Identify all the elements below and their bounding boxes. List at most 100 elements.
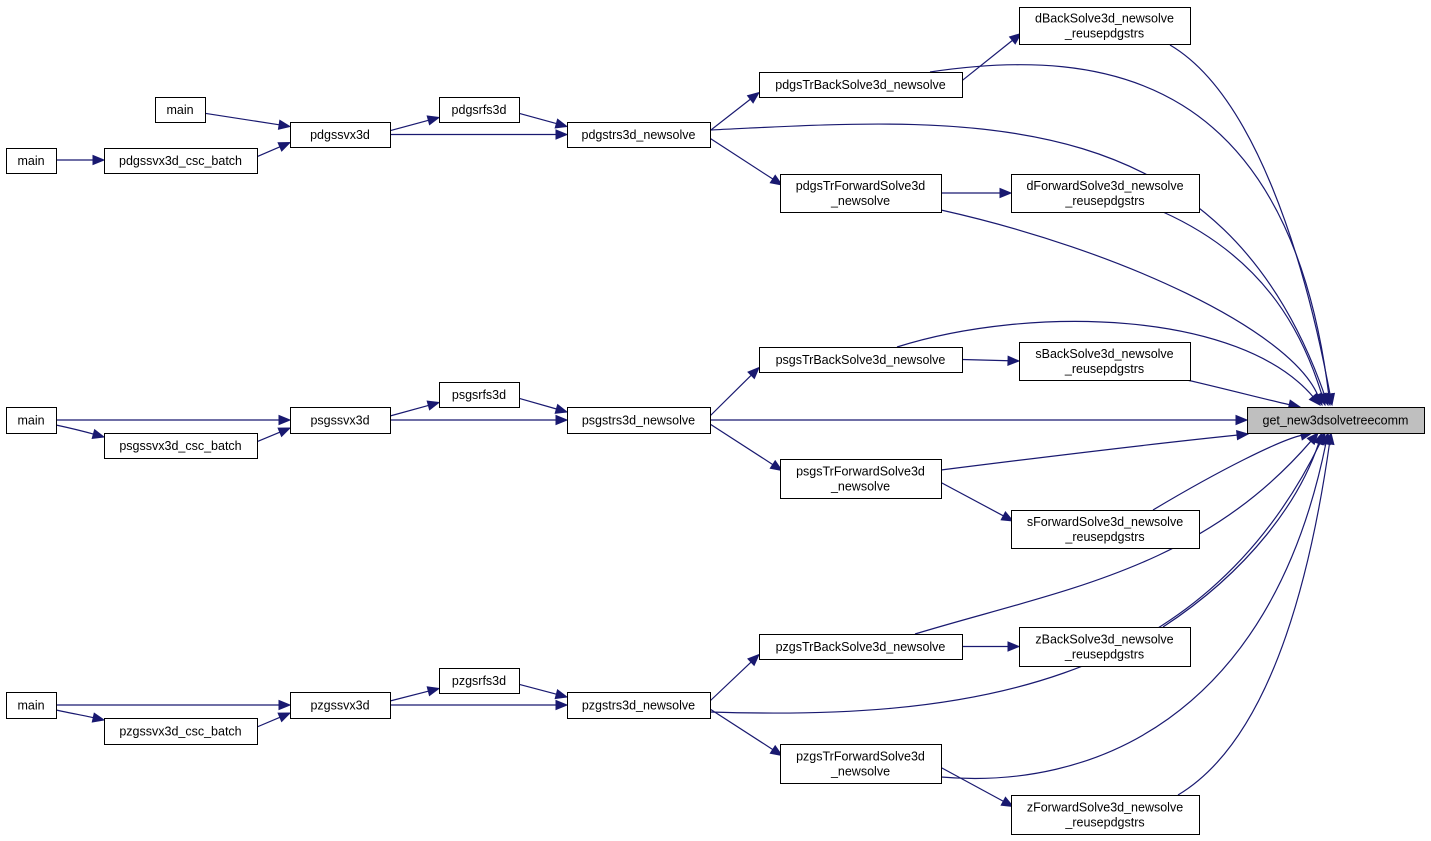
node-main_s[interactable]: main bbox=[6, 407, 57, 434]
node-psgsTrFwd[interactable]: psgsTrForwardSolve3d_newsolve bbox=[780, 459, 942, 499]
node-box bbox=[1011, 174, 1200, 213]
arrowhead-icon bbox=[277, 141, 292, 152]
node-pzgssvx3d[interactable]: pzgssvx3d bbox=[290, 692, 391, 719]
arrowhead-icon bbox=[769, 174, 784, 186]
edge-pzgssvx3d-to-pzgsrfs3d bbox=[389, 686, 441, 702]
node-pdgssvx3d[interactable]: pdgssvx3d bbox=[290, 122, 391, 148]
node-pzgsTrBack[interactable]: pzgsTrBackSolve3d_newsolve bbox=[759, 634, 963, 660]
node-box bbox=[290, 122, 391, 148]
arrowhead-icon bbox=[92, 154, 106, 166]
edge-psgsrfs3d-to-psgstrs3d bbox=[518, 397, 569, 414]
node-label: psgssvx3d_csc_batch bbox=[119, 439, 241, 453]
node-pdgsTrBack[interactable]: pdgsTrBackSolve3d_newsolve bbox=[759, 72, 963, 98]
node-zBack[interactable]: zBackSolve3d_newsolve_reusepdgstrs bbox=[1019, 627, 1191, 667]
edge-line bbox=[709, 708, 774, 751]
edge-psgssvx3d_csc-to-psgssvx3d bbox=[256, 427, 292, 443]
arrowhead-icon bbox=[1008, 32, 1023, 45]
arrowhead-icon bbox=[555, 129, 569, 140]
edge-pdgsTrFwd-to-dFwd bbox=[941, 187, 1013, 199]
node-box bbox=[439, 382, 520, 408]
edge-line bbox=[389, 119, 430, 132]
node-pzgssvx3d_csc[interactable]: pzgssvx3d_csc_batch bbox=[104, 718, 258, 745]
edge-pzgsrfs3d-to-pzgstrs3d bbox=[518, 683, 569, 700]
edge-line bbox=[709, 137, 774, 181]
node-pzgsrfs3d[interactable]: pzgsrfs3d bbox=[439, 668, 520, 694]
node-pzgstrs3d[interactable]: pzgstrs3d_newsolve bbox=[567, 692, 711, 719]
edge-line bbox=[709, 98, 752, 132]
edge-line bbox=[914, 440, 1312, 635]
node-box bbox=[759, 72, 963, 98]
arrowhead-icon bbox=[554, 688, 569, 700]
node-pdgsrfs3d[interactable]: pdgsrfs3d bbox=[439, 97, 520, 123]
node-main_z[interactable]: main bbox=[6, 692, 57, 719]
edge-line bbox=[204, 112, 281, 126]
node-box bbox=[439, 97, 520, 123]
node-label: pzgssvx3d bbox=[310, 699, 369, 713]
edge-line bbox=[709, 660, 753, 702]
node-psgsrfs3d[interactable]: psgsrfs3d bbox=[439, 382, 520, 408]
node-psgssvx3d[interactable]: psgssvx3d bbox=[290, 407, 391, 434]
edge-line bbox=[55, 709, 95, 719]
node-label: main bbox=[17, 414, 44, 428]
edge-line bbox=[1152, 434, 1303, 511]
edge-line bbox=[896, 320, 1315, 398]
node-psgsTrBack[interactable]: psgsTrBackSolve3d_newsolve bbox=[759, 347, 963, 373]
arrowhead-icon bbox=[91, 712, 106, 723]
arrowhead-icon bbox=[554, 118, 569, 129]
node-box bbox=[1019, 627, 1191, 667]
arrowhead-icon bbox=[426, 686, 441, 697]
node-box bbox=[780, 459, 942, 499]
node-root[interactable]: get_new3dsolvetreecomm bbox=[1247, 407, 1425, 434]
edge-line bbox=[1186, 379, 1291, 406]
node-label: zForwardSolve3d_newsolve bbox=[1027, 801, 1183, 815]
edge-line bbox=[961, 358, 1010, 362]
edge-pzgssvx3d-to-pzgstrs3d bbox=[390, 699, 569, 711]
node-sBack[interactable]: sBackSolve3d_newsolve_reusepdgstrs bbox=[1019, 342, 1191, 381]
node-box bbox=[1011, 510, 1200, 549]
node-box bbox=[1011, 795, 1200, 835]
node-label: sBackSolve3d_newsolve bbox=[1035, 347, 1173, 361]
edge-pzgstrs3d-to-pzgsTrFwd bbox=[709, 708, 784, 757]
arrowhead-icon bbox=[278, 699, 292, 711]
arrowhead-icon bbox=[278, 414, 292, 426]
edge-main_d2-to-pdgssvx3d_csc bbox=[55, 154, 106, 166]
node-label: psgsTrBackSolve3d_newsolve bbox=[776, 353, 946, 367]
node-box bbox=[290, 407, 391, 434]
node-box bbox=[567, 407, 711, 434]
edge-line bbox=[929, 64, 1330, 396]
node-pdgstrs3d[interactable]: pdgstrs3d_newsolve bbox=[567, 122, 711, 148]
arrowhead-icon bbox=[999, 187, 1013, 199]
node-label: pzgsTrForwardSolve3d bbox=[796, 750, 925, 764]
node-box bbox=[6, 692, 57, 719]
node-pdgsTrFwd[interactable]: pdgsTrForwardSolve3d_newsolve bbox=[780, 174, 942, 213]
node-dFwd[interactable]: dForwardSolve3d_newsolve_reusepdgstrs bbox=[1011, 174, 1200, 213]
node-main_d1[interactable]: main bbox=[155, 97, 206, 123]
node-label: pdgsrfs3d bbox=[452, 103, 507, 117]
node-box bbox=[104, 148, 258, 174]
edge-line bbox=[256, 145, 282, 158]
node-label: dBackSolve3d_newsolve bbox=[1035, 12, 1174, 26]
arrowhead-icon bbox=[426, 115, 441, 126]
edge-psgstrs3d-to-psgsTrBack bbox=[709, 366, 760, 417]
node-label: get_new3dsolvetreecomm bbox=[1263, 414, 1409, 428]
node-dBack[interactable]: dBackSolve3d_newsolve_reusepdgstrs bbox=[1019, 7, 1191, 45]
node-main_d2[interactable]: main bbox=[6, 148, 57, 174]
node-box bbox=[6, 148, 57, 174]
arrowhead-icon bbox=[769, 459, 784, 472]
node-pzgsTrFwd[interactable]: pzgsTrForwardSolve3d_newsolve bbox=[780, 744, 942, 784]
node-label: psgsrfs3d bbox=[452, 388, 506, 402]
arrowhead-icon bbox=[1308, 392, 1321, 407]
arrowhead-icon bbox=[747, 653, 760, 667]
node-psgssvx3d_csc[interactable]: psgssvx3d_csc_batch bbox=[104, 433, 258, 459]
node-label: psgstrs3d_newsolve bbox=[582, 414, 695, 428]
node-box bbox=[439, 668, 520, 694]
node-pdgssvx3d_csc[interactable]: pdgssvx3d_csc_batch bbox=[104, 148, 258, 174]
edge-pdgssvx3d_csc-to-pdgssvx3d bbox=[256, 141, 292, 158]
node-zFwd[interactable]: zForwardSolve3d_newsolve_reusepdgstrs bbox=[1011, 795, 1200, 835]
edge-line bbox=[256, 431, 281, 443]
node-sFwd[interactable]: sForwardSolve3d_newsolve_reusepdgstrs bbox=[1011, 510, 1200, 549]
arrowhead-icon bbox=[1235, 414, 1249, 426]
node-label: pdgssvx3d bbox=[310, 128, 370, 142]
node-psgstrs3d[interactable]: psgstrs3d_newsolve bbox=[567, 407, 711, 434]
